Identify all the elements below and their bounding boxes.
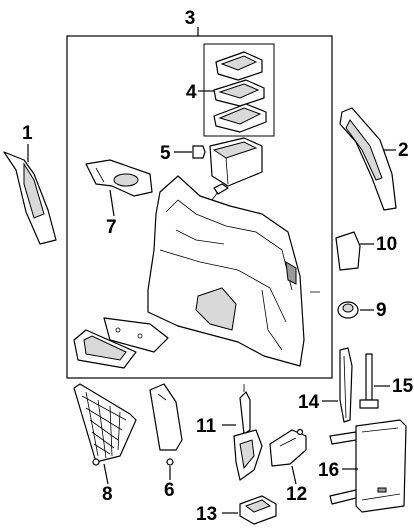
storage-bin — [209, 137, 263, 187]
callout-2: 2 — [398, 140, 409, 161]
leader-12 — [291, 465, 297, 485]
assembly-group-box — [66, 35, 333, 379]
callout-15: 15 — [392, 376, 414, 397]
cargo-net-8 — [73, 383, 137, 466]
quarter-trim-panel — [147, 175, 305, 367]
callout-3: 3 — [185, 8, 196, 29]
callout-4: 4 — [186, 82, 197, 103]
callout-7: 7 — [106, 217, 117, 238]
cup-holder-bracket — [85, 159, 153, 197]
scuff-plate — [73, 329, 137, 369]
clip-part-5 — [192, 145, 206, 159]
callout-11: 11 — [196, 416, 217, 437]
callout-14: 14 — [298, 392, 320, 413]
inset-box-4 — [203, 43, 275, 137]
callout-16: 16 — [318, 460, 339, 481]
jack-assembly-11 — [233, 384, 263, 481]
callout-13: 13 — [196, 504, 217, 525]
callout-9: 9 — [376, 300, 387, 321]
cover-part-10 — [335, 231, 361, 271]
tray-mat-set — [213, 51, 267, 133]
callout-8: 8 — [102, 484, 113, 505]
callout-5: 5 — [160, 143, 171, 164]
upper-quarter-trim-2 — [339, 107, 397, 211]
callout-10: 10 — [376, 234, 397, 255]
leader-7 — [109, 189, 115, 217]
callout-12: 12 — [286, 484, 307, 505]
jack-handle-14 — [339, 347, 353, 423]
pillar-trim-1 — [3, 151, 57, 245]
bracket-12 — [269, 428, 307, 467]
cover-panel-16 — [329, 419, 407, 513]
callout-1: 1 — [22, 123, 33, 144]
lug-wrench-15 — [359, 353, 379, 409]
knob-part-9 — [337, 301, 359, 319]
jack-base-13 — [239, 495, 277, 525]
leader-8 — [103, 463, 109, 485]
side-cover-6 — [149, 383, 183, 466]
fastener-bolt — [213, 183, 229, 195]
floor-trim-panel — [103, 317, 169, 353]
callout-6: 6 — [164, 480, 175, 501]
